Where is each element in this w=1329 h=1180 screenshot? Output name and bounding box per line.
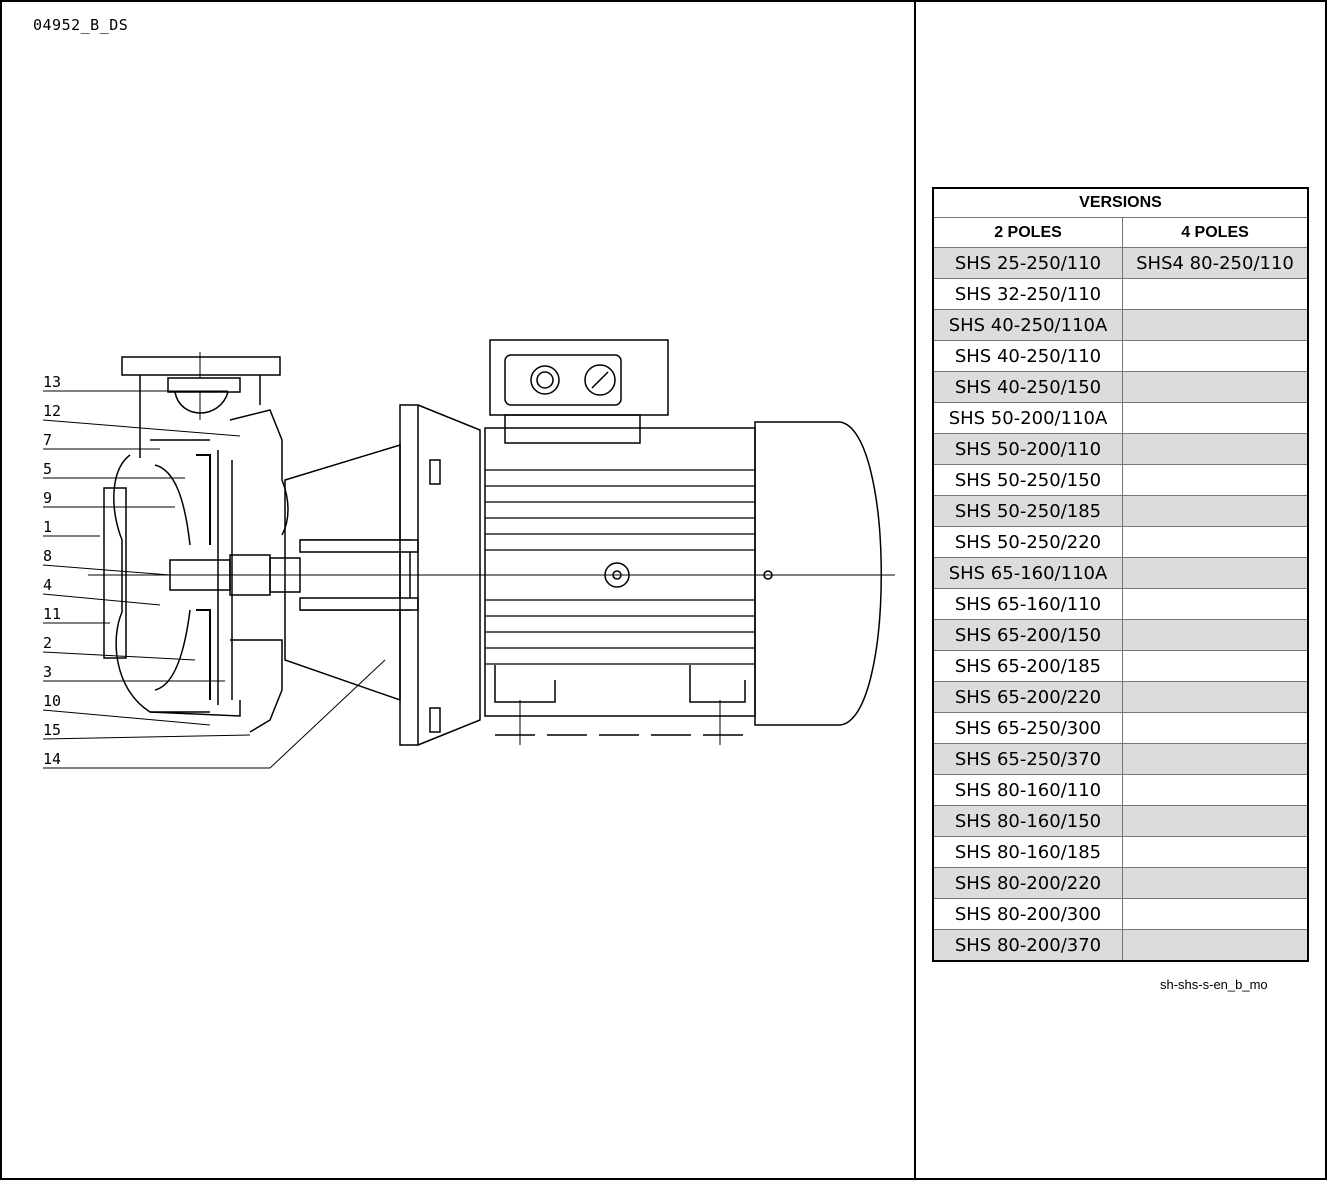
table-row: SHS 65-250/300 <box>932 712 1309 744</box>
table-row: SHS 80-160/110 <box>932 774 1309 806</box>
cell-2-poles: SHS 50-200/110 <box>932 433 1123 465</box>
cell-2-poles: SHS 80-200/300 <box>932 898 1123 930</box>
cell-4-poles <box>1122 371 1309 403</box>
cell-2-poles: SHS 80-160/110 <box>932 774 1123 806</box>
cell-2-poles: SHS 65-200/220 <box>932 681 1123 713</box>
cell-4-poles <box>1122 402 1309 434</box>
table-title: VERSIONS <box>932 187 1309 218</box>
cell-4-poles <box>1122 433 1309 465</box>
column-header-2-poles: 2 POLES <box>932 217 1123 248</box>
cell-2-poles: SHS 65-250/370 <box>932 743 1123 775</box>
cell-4-poles <box>1122 588 1309 620</box>
cell-4-poles <box>1122 774 1309 806</box>
cell-4-poles <box>1122 805 1309 837</box>
table-row: SHS 32-250/110 <box>932 278 1309 310</box>
cell-2-poles: SHS 80-200/220 <box>932 867 1123 899</box>
cell-2-poles: SHS 50-250/150 <box>932 464 1123 496</box>
cell-2-poles: SHS 65-160/110A <box>932 557 1123 589</box>
table-row: SHS 65-160/110 <box>932 588 1309 620</box>
table-row: SHS 50-250/220 <box>932 526 1309 558</box>
cell-2-poles: SHS 40-250/110A <box>932 309 1123 341</box>
cell-2-poles: SHS 50-250/220 <box>932 526 1123 558</box>
cell-2-poles: SHS 65-200/150 <box>932 619 1123 651</box>
cell-2-poles: SHS 80-160/150 <box>932 805 1123 837</box>
cell-2-poles: SHS 40-250/110 <box>932 340 1123 372</box>
cell-4-poles <box>1122 743 1309 775</box>
cell-2-poles: SHS 65-160/110 <box>932 588 1123 620</box>
cell-2-poles: SHS 32-250/110 <box>932 278 1123 310</box>
table-row: SHS 40-250/150 <box>932 371 1309 403</box>
part-label: 10 <box>43 692 61 710</box>
table-row: SHS 80-200/370 <box>932 929 1309 962</box>
cell-4-poles <box>1122 619 1309 651</box>
cell-4-poles <box>1122 929 1309 962</box>
part-label: 15 <box>43 721 61 739</box>
part-label: 3 <box>43 663 52 681</box>
cell-4-poles <box>1122 278 1309 310</box>
pump-section-drawing: 13 12 7 5 9 1 8 4 11 2 3 10 15 14 <box>42 339 895 769</box>
cell-2-poles: SHS 50-250/185 <box>932 495 1123 527</box>
cell-4-poles <box>1122 867 1309 899</box>
cell-2-poles: SHS 40-250/150 <box>932 371 1123 403</box>
part-label: 1 <box>43 518 52 536</box>
table-row: SHS 50-250/150 <box>932 464 1309 496</box>
cell-4-poles <box>1122 898 1309 930</box>
table-row: SHS 80-160/185 <box>932 836 1309 868</box>
table-row: SHS 65-200/150 <box>932 619 1309 651</box>
cell-4-poles <box>1122 464 1309 496</box>
cell-4-poles <box>1122 557 1309 589</box>
part-label: 12 <box>43 402 61 420</box>
cell-4-poles <box>1122 836 1309 868</box>
cell-4-poles <box>1122 309 1309 341</box>
part-label: 4 <box>43 576 52 594</box>
part-label: 14 <box>43 750 61 768</box>
cell-2-poles: SHS 65-250/300 <box>932 712 1123 744</box>
part-label: 2 <box>43 634 52 652</box>
cell-2-poles: SHS 65-200/185 <box>932 650 1123 682</box>
part-label: 9 <box>43 489 52 507</box>
table-row: SHS 80-160/150 <box>932 805 1309 837</box>
table-row: SHS 40-250/110A <box>932 309 1309 341</box>
cell-2-poles: SHS 80-200/370 <box>932 929 1123 962</box>
table-row: SHS 65-200/185 <box>932 650 1309 682</box>
column-divider <box>914 0 916 1179</box>
table-row: SHS 65-160/110A <box>932 557 1309 589</box>
cell-4-poles: SHS4 80-250/110 <box>1122 247 1309 279</box>
document-reference: sh-shs-s-en_b_mo <box>1160 977 1268 992</box>
part-label: 7 <box>43 431 52 449</box>
cell-2-poles: SHS 25-250/110 <box>932 247 1123 279</box>
part-label: 5 <box>43 460 52 478</box>
part-label: 11 <box>43 605 61 623</box>
cell-4-poles <box>1122 681 1309 713</box>
part-label: 8 <box>43 547 52 565</box>
part-label: 13 <box>43 373 61 391</box>
table-row: SHS 50-200/110A <box>932 402 1309 434</box>
cell-4-poles <box>1122 340 1309 372</box>
cell-4-poles <box>1122 712 1309 744</box>
column-header-4-poles: 4 POLES <box>1122 217 1309 248</box>
table-row: SHS 50-250/185 <box>932 495 1309 527</box>
table-row: SHS 80-200/300 <box>932 898 1309 930</box>
cell-4-poles <box>1122 495 1309 527</box>
cell-4-poles <box>1122 650 1309 682</box>
table-row: SHS 65-250/370 <box>932 743 1309 775</box>
cell-2-poles: SHS 50-200/110A <box>932 402 1123 434</box>
drawing-code: 04952_B_DS <box>33 16 129 34</box>
table-row: SHS 80-200/220 <box>932 867 1309 899</box>
table-row: SHS 40-250/110 <box>932 340 1309 372</box>
cell-4-poles <box>1122 526 1309 558</box>
table-row: SHS 50-200/110 <box>932 433 1309 465</box>
cell-2-poles: SHS 80-160/185 <box>932 836 1123 868</box>
table-row: SHS 65-200/220 <box>932 681 1309 713</box>
